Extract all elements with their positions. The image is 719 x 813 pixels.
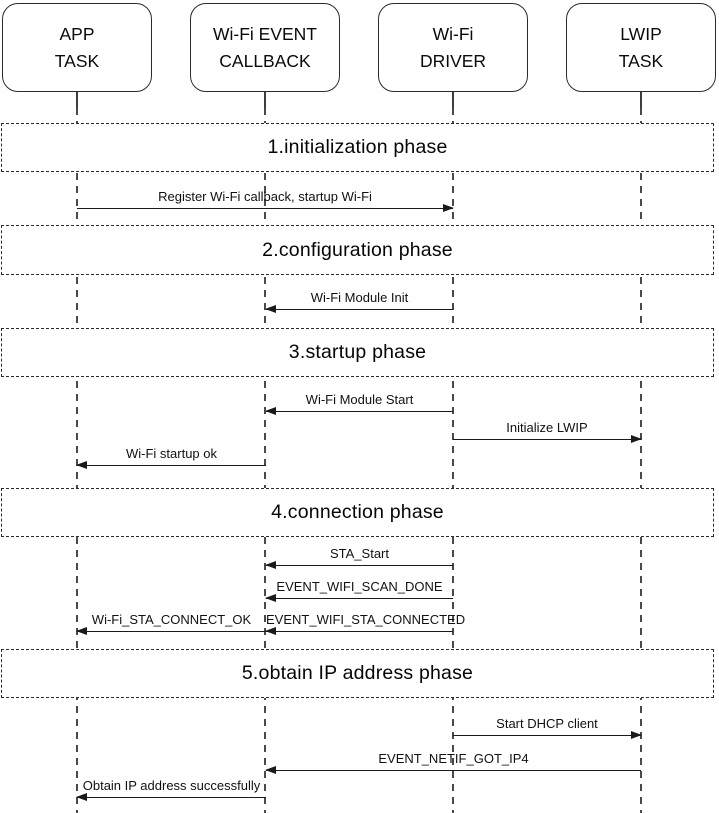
message-arrow-line	[77, 204, 454, 213]
actor-label-line1: APP	[59, 23, 95, 44]
arrowhead-left-icon	[76, 627, 87, 636]
message-label: Register Wi-Fi callback, startup Wi-Fi	[158, 189, 372, 204]
arrowhead-left-icon	[76, 793, 87, 802]
message-label: Wi-Fi Module Init	[310, 290, 409, 305]
lifeline-stub-lwip-task	[640, 92, 642, 109]
lifeline-app-task	[76, 108, 78, 813]
message-event-netif-got-ip4: EVENT_NETIF_GOT_IP4	[265, 750, 641, 775]
lifeline-stub-wifi-event-callback	[264, 92, 266, 109]
actor-box-wifi-driver: Wi-Fi DRIVER	[378, 3, 528, 92]
actor-box-lwip-task: LWIP TASK	[566, 3, 716, 92]
message-wifi-module-start: Wi-Fi Module Start	[265, 391, 453, 416]
arrowhead-left-icon	[265, 627, 276, 636]
arrowhead-left-icon	[265, 407, 276, 416]
actor-box-app-task: APP TASK	[2, 3, 152, 92]
message-obtain-ip-successfully: Obtain IP address successfully	[76, 777, 266, 802]
message-arrow-line	[265, 594, 453, 603]
message-register-wifi-callback: Register Wi-Fi callback, startup Wi-Fi	[77, 188, 454, 213]
arrowhead-left-icon	[265, 305, 276, 314]
phase-title: 4.connection phase	[271, 501, 444, 523]
message-label: Obtain IP address successfully	[82, 778, 261, 793]
message-label: Wi-Fi_STA_CONNECT_OK	[91, 612, 252, 627]
message-label: EVENT_WIFI_STA_CONNECTED	[266, 612, 466, 627]
message-label: EVENT_WIFI_SCAN_DONE	[276, 579, 443, 594]
arrowhead-left-icon	[265, 594, 276, 603]
message-start-dhcp-client: Start DHCP client	[453, 715, 642, 740]
arrowhead-right-icon	[443, 204, 454, 213]
actor-label-line1: LWIP	[620, 23, 662, 44]
lifeline-wifi-driver	[452, 108, 454, 813]
arrowhead-left-icon	[265, 561, 276, 570]
actor-label-line2: TASK	[618, 50, 664, 71]
lifeline-wifi-event-callback	[264, 108, 266, 813]
arrowhead-left-icon	[265, 766, 276, 775]
message-wifi-startup-ok: Wi-Fi startup ok	[76, 445, 266, 470]
phase-band-connection: 4.connection phase	[1, 488, 714, 537]
message-arrow-line	[265, 627, 453, 636]
actor-label-line2: TASK	[54, 50, 100, 71]
phase-band-configuration: 2.configuration phase	[1, 225, 714, 275]
arrowhead-right-icon	[631, 435, 642, 444]
message-event-wifi-scan-done: EVENT_WIFI_SCAN_DONE	[265, 578, 453, 603]
message-label: STA_Start	[329, 546, 389, 561]
message-event-wifi-sta-connected: EVENT_WIFI_STA_CONNECTED	[265, 611, 466, 636]
phase-band-initialization: 1.initialization phase	[1, 123, 714, 172]
message-arrow-line	[453, 435, 642, 444]
message-wifi-module-init: Wi-Fi Module Init	[265, 289, 453, 314]
message-label: EVENT_NETIF_GOT_IP4	[378, 751, 529, 766]
lifeline-lwip-task	[640, 108, 642, 813]
actor-label-line1: Wi-Fi	[432, 23, 474, 44]
message-arrow-line	[265, 766, 641, 775]
phase-title: 3.startup phase	[288, 341, 427, 363]
lifeline-stub-wifi-driver	[452, 92, 454, 109]
phase-title: 5.obtain IP address phase	[241, 662, 474, 684]
lifeline-stub-app-task	[76, 92, 78, 109]
message-initialize-lwip: Initialize LWIP	[453, 419, 642, 444]
phase-band-obtain-ip: 5.obtain IP address phase	[1, 649, 714, 698]
phase-title: 2.configuration phase	[262, 238, 453, 261]
message-label: Start DHCP client	[496, 716, 598, 731]
message-sta-start: STA_Start	[265, 545, 453, 570]
message-arrow-line	[265, 407, 453, 416]
message-arrow-line	[453, 731, 642, 740]
message-arrow-line	[76, 793, 266, 802]
message-wifi-sta-connect-ok: Wi-Fi_STA_CONNECT_OK	[76, 611, 266, 636]
actor-label-line2: DRIVER	[419, 50, 487, 71]
actor-box-wifi-event-callback: Wi-Fi EVENT CALLBACK	[190, 3, 340, 92]
message-label: Wi-Fi Module Start	[305, 392, 414, 407]
message-label: Initialize LWIP	[506, 420, 588, 435]
message-arrow-line	[265, 561, 453, 570]
phase-title: 1.initialization phase	[267, 136, 448, 158]
message-arrow-line	[265, 305, 453, 314]
actor-label-line1: Wi-Fi EVENT	[212, 23, 318, 44]
actor-label-line2: CALLBACK	[219, 50, 311, 71]
phase-band-startup: 3.startup phase	[1, 328, 714, 377]
message-arrow-line	[76, 627, 266, 636]
message-label: Wi-Fi startup ok	[125, 446, 217, 461]
arrowhead-right-icon	[631, 731, 642, 740]
message-arrow-line	[76, 461, 266, 470]
arrowhead-left-icon	[76, 461, 87, 470]
